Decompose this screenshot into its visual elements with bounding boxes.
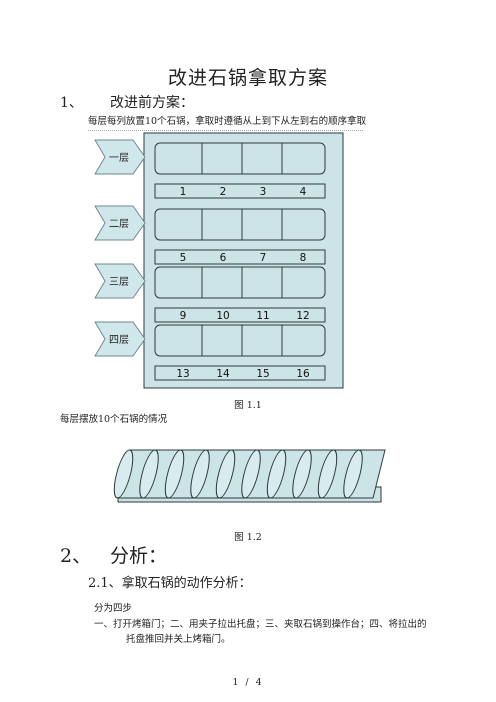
- slot-number: 8: [300, 252, 307, 264]
- slot-number: 15: [256, 368, 269, 380]
- slot-number-bar: [154, 249, 326, 265]
- figure-1-caption: 每层每列放置10个石锅，拿取时遵循从上到下从左到右的顺序拿取: [88, 116, 367, 127]
- document-title: 改进石锅拿取方案: [167, 67, 328, 89]
- slot-number: 9: [180, 310, 187, 322]
- stone-pot: [343, 449, 386, 499]
- dotted-divider: [88, 130, 363, 131]
- steps-line-2: 托盘推回并关上烤箱门。: [126, 634, 231, 645]
- slot-number: 3: [260, 186, 267, 198]
- layer-label: 二层: [109, 218, 129, 230]
- layer-label: 四层: [109, 334, 129, 346]
- layer-slot-box: [154, 266, 326, 299]
- figure-1-label: 图 1.1: [234, 400, 262, 411]
- section-1-title: 改进前方案：: [110, 95, 194, 111]
- section-2-heading: 2、分析：: [60, 541, 167, 568]
- steps-line-1: 一、打开烤箱门；二、用夹子拉出托盘；三、夹取石锅到操作台；四、将拉出的: [94, 619, 427, 630]
- figure-2-label: 图 1.2: [234, 532, 262, 543]
- section-1-number: 1、: [60, 95, 83, 111]
- slot-number: 5: [180, 252, 187, 264]
- layer-arrow: [94, 205, 146, 241]
- page-number: 1 / 4: [232, 677, 264, 688]
- section-2-1-heading: 2.1、拿取石锅的动作分析：: [88, 576, 252, 591]
- layer-slot-box: [154, 208, 326, 241]
- section-2-title: 分析：: [110, 545, 168, 567]
- slot-number: 6: [220, 252, 227, 264]
- figure-2-caption: 每层摆放10个石锅的情况: [60, 414, 168, 425]
- layer-arrow: [94, 263, 146, 299]
- slot-number: 11: [256, 310, 269, 322]
- layer-label: 一层: [109, 152, 129, 164]
- layer-arrow: [94, 321, 146, 357]
- section-1-heading: 1、 改进前方案：: [60, 92, 194, 112]
- slot-number: 2: [220, 186, 227, 198]
- slot-number: 12: [296, 310, 309, 322]
- slot-number-bar: [154, 183, 326, 199]
- slot-number-bar: [154, 307, 326, 323]
- slot-number: 14: [216, 368, 230, 380]
- slot-number: 4: [300, 186, 307, 198]
- layer-slot-box: [154, 324, 326, 357]
- figure-2-diagram: [113, 449, 386, 503]
- section-2-number: 2、: [60, 545, 92, 567]
- layer-slot-box: [154, 142, 326, 175]
- layer-label: 三层: [109, 276, 129, 288]
- slot-number: 1: [180, 186, 187, 198]
- layer-arrow: [94, 139, 146, 175]
- slot-number-bar: [154, 365, 326, 381]
- slot-number: 13: [176, 368, 189, 380]
- slot-number: 10: [216, 310, 229, 322]
- steps-intro: 分为四步: [94, 603, 133, 614]
- slot-number: 16: [296, 368, 310, 380]
- slot-number: 7: [260, 252, 267, 264]
